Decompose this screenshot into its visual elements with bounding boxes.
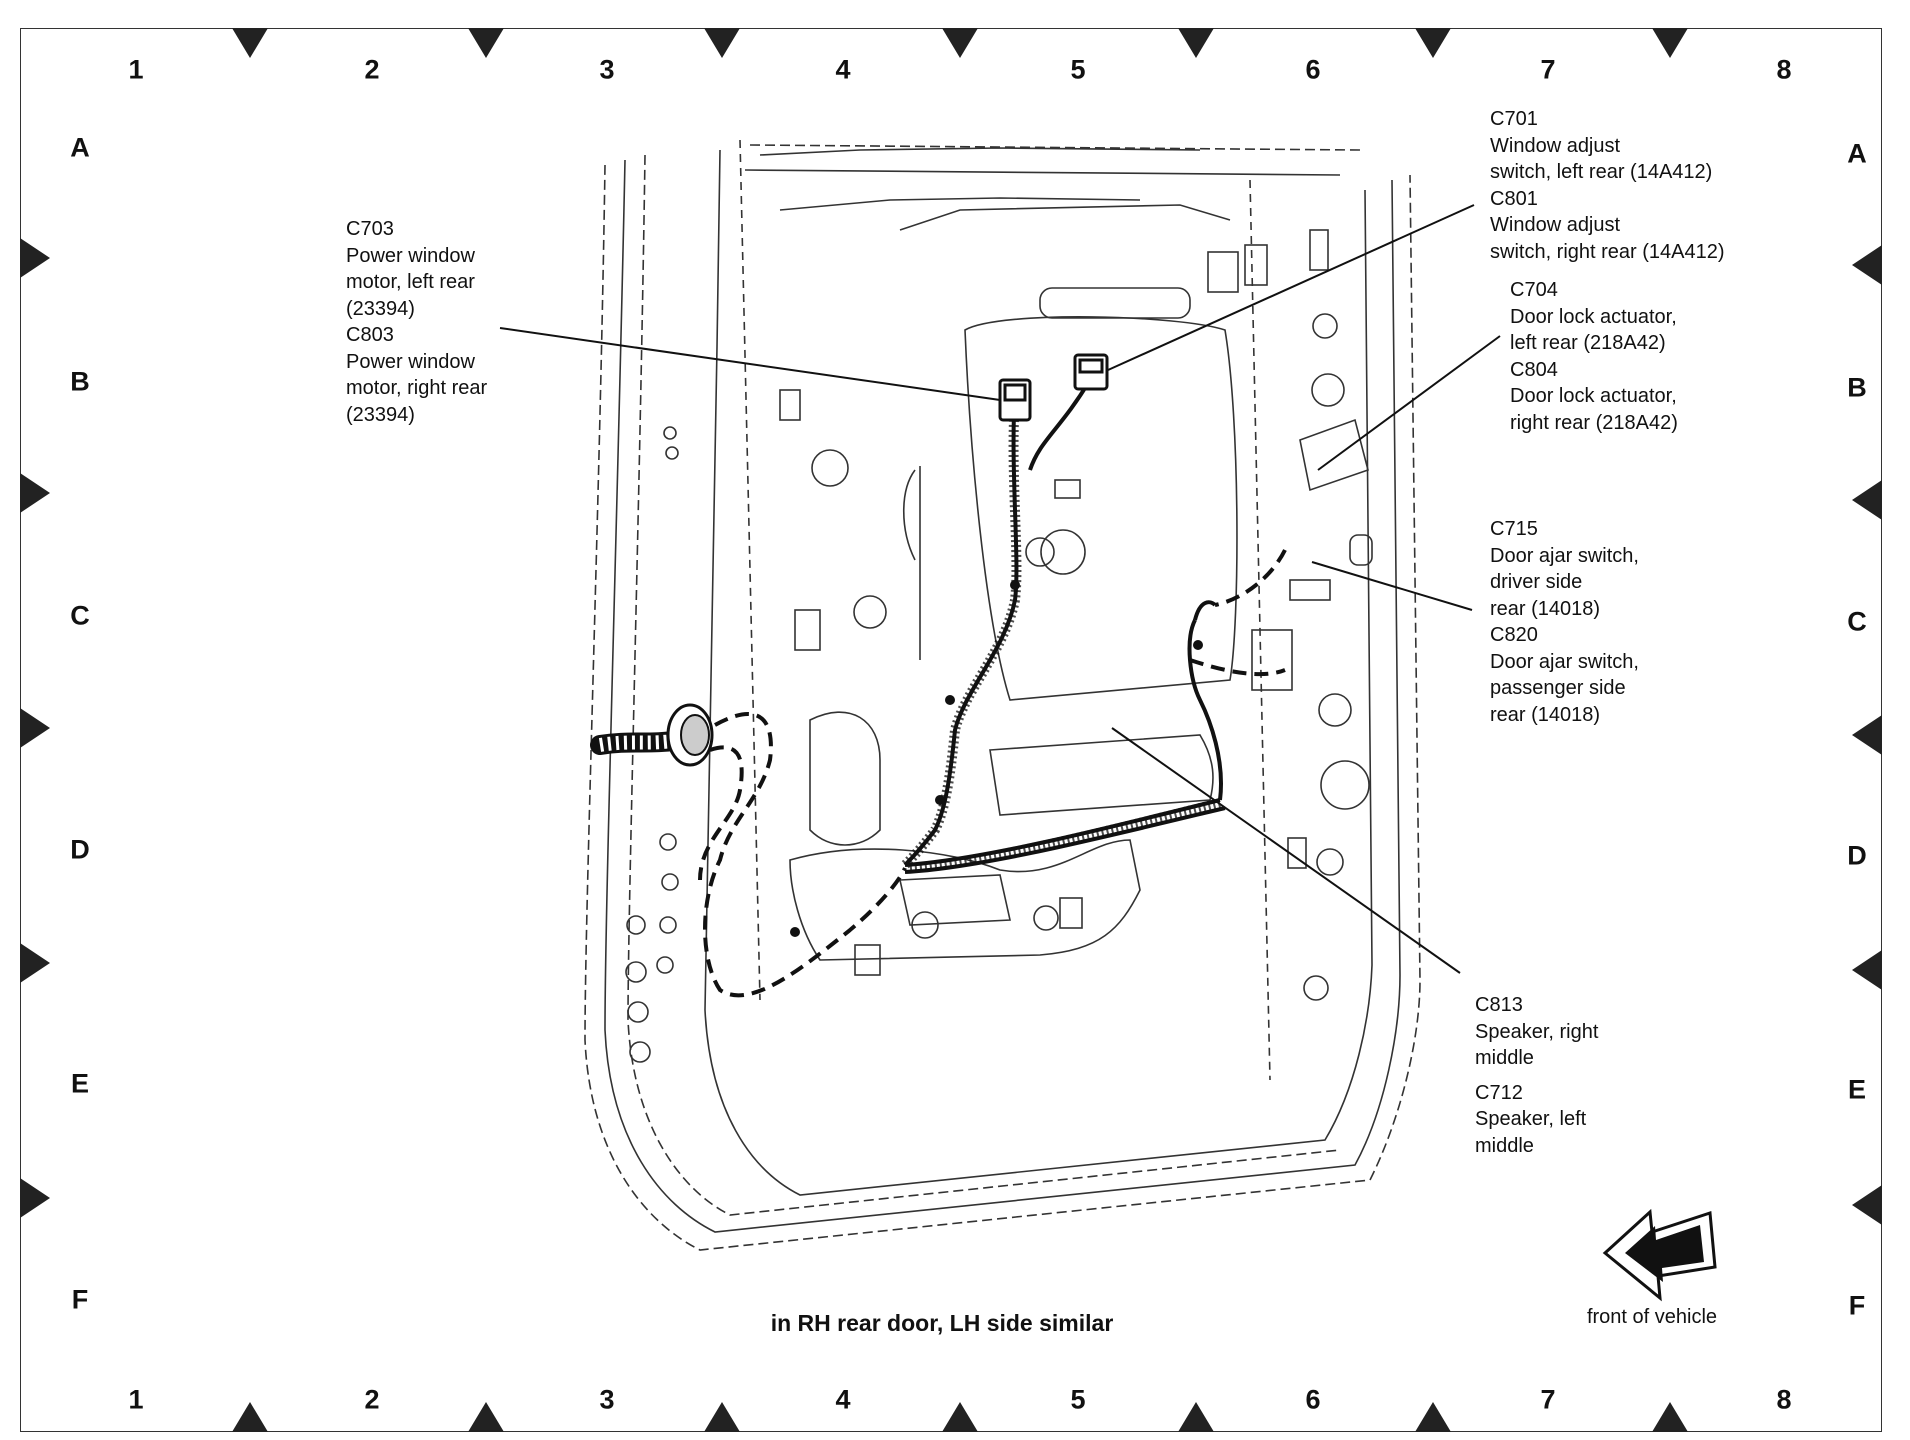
top-markers [232, 28, 1688, 58]
grid-column-bottom-3: 3 [599, 1384, 615, 1415]
wiring-harness [903, 378, 1226, 874]
callout-c820-line-2: Door ajar switch, [1490, 650, 1639, 673]
callout-c715-line-4: rear (14018) [1490, 597, 1601, 620]
grid-column-top-1: 1 [128, 54, 144, 85]
callout-c703-c803: C703 Power window motor, left rear (2339… [346, 216, 487, 428]
front-of-vehicle-label: front of vehicle [1586, 1306, 1718, 1328]
callout-c820-line-3: passenger side [1490, 677, 1626, 699]
callout-c804-line-3: right rear (218A42) [1510, 411, 1678, 434]
callout-c703-line-2: Power window [346, 244, 475, 267]
grid-column-bottom-7: 7 [1540, 1384, 1556, 1415]
callout-c801-line-1: C801 [1490, 187, 1538, 210]
callout-c715-line-3: driver side [1490, 571, 1583, 593]
grid-row-left-A: A [70, 132, 90, 163]
hidden-harness-route [698, 549, 1287, 998]
left-markers [20, 238, 50, 1218]
grid-column-bottom-2: 2 [364, 1384, 380, 1415]
callout-c715-c820: C715 Door ajar switch, driver side rear … [1490, 516, 1639, 728]
grid-column-bottom-6: 6 [1305, 1384, 1321, 1415]
callout-c803-line-4: (23394) [346, 403, 415, 426]
callout-c803-line-1: C803 [346, 324, 394, 346]
leader-c704 [1317, 335, 1501, 471]
leader-c703 [499, 327, 1001, 401]
leader-c701 [1107, 204, 1475, 371]
connector-c701-c801 [1073, 353, 1109, 391]
callout-c704-line-3: left rear (218A42) [1510, 332, 1666, 354]
right-markers [1852, 245, 1882, 1225]
callout-c712-line-1: C712 [1475, 1081, 1523, 1104]
connector-c703-c803 [998, 378, 1032, 422]
harness-clips [790, 580, 1203, 937]
door-grommet [590, 703, 714, 767]
grid-column-top-7: 7 [1540, 54, 1556, 85]
grid-row-right-B: B [1847, 372, 1867, 403]
grid-row-right-A: A [1847, 138, 1867, 169]
callout-c801-line-3: switch, right rear (14A412) [1490, 240, 1725, 263]
leader-lines [499, 204, 1501, 974]
callout-c820-line-1: C820 [1490, 624, 1538, 646]
callout-c813-c712: C813 Speaker, right middle C712 Speaker,… [1475, 992, 1598, 1159]
grid-row-right-F: F [1848, 1290, 1866, 1321]
callout-c803-line-2: Power window [346, 350, 475, 373]
grid-row-left-B: B [70, 366, 90, 397]
grid-edge-markers [20, 28, 1882, 1432]
grid-row-left-C: C [70, 600, 90, 631]
callout-c703-line-1: C703 [346, 218, 394, 240]
callout-c801-line-2: Window adjust [1490, 214, 1621, 236]
grid-row-right-C: C [1847, 606, 1867, 637]
callout-c715-line-2: Door ajar switch, [1490, 544, 1639, 567]
grid-column-top-4: 4 [835, 54, 851, 85]
diagram-caption: in RH rear door, LH side similar [770, 1310, 1114, 1336]
leader-c813 [1111, 727, 1461, 974]
bottom-markers [232, 1402, 1688, 1432]
callout-c701-line-3: switch, left rear (14A412) [1490, 161, 1713, 183]
callout-c704-c804: C704 Door lock actuator, left rear (218A… [1510, 277, 1678, 436]
callout-c701-line-2: Window adjust [1490, 134, 1621, 157]
door-panel-outline [584, 139, 1421, 1251]
grid-column-top-5: 5 [1070, 54, 1086, 85]
callout-c701-line-1: C701 [1490, 108, 1538, 130]
callout-c803-line-3: motor, right rear [346, 377, 488, 399]
grid-row-right-D: D [1847, 840, 1867, 871]
grid-column-top-8: 8 [1776, 54, 1792, 85]
grid-column-bottom-4: 4 [835, 1384, 851, 1415]
grid-column-bottom-1: 1 [128, 1384, 144, 1415]
callout-c703-line-4: (23394) [346, 297, 415, 320]
callout-c820-line-4: rear (14018) [1490, 703, 1601, 726]
grid-column-bottom-5: 5 [1070, 1384, 1086, 1415]
leader-c715 [1311, 561, 1473, 611]
callout-c804-line-1: C804 [1510, 358, 1558, 381]
callout-c712-line-3: middle [1475, 1134, 1534, 1157]
callout-c704-line-2: Door lock actuator, [1510, 305, 1677, 328]
callout-c813-line-1: C813 [1475, 994, 1523, 1016]
callout-c813-line-2: Speaker, right [1475, 1020, 1599, 1043]
callout-c703-line-3: motor, left rear [346, 271, 475, 293]
grid-column-top-6: 6 [1305, 54, 1321, 85]
callout-c715-line-1: C715 [1490, 518, 1538, 540]
grid-column-bottom-8: 8 [1776, 1384, 1792, 1415]
wiring-harness-wrap [901, 399, 1222, 873]
grid-row-left-F: F [71, 1284, 89, 1315]
callout-c804-line-2: Door lock actuator, [1510, 385, 1677, 407]
grid-row-left-E: E [70, 1068, 90, 1099]
callout-c704-line-1: C704 [1510, 279, 1558, 301]
grid-column-top-2: 2 [364, 54, 380, 85]
front-of-vehicle-arrow-icon [1602, 1208, 1717, 1302]
grid-column-top-3: 3 [599, 54, 615, 85]
callout-c712-line-2: Speaker, left [1475, 1108, 1587, 1130]
callout-c813-line-3: middle [1475, 1047, 1534, 1069]
grid-row-left-D: D [70, 834, 90, 865]
callout-c701-c801: C701 Window adjust switch, left rear (14… [1490, 106, 1725, 265]
grid-row-right-E: E [1847, 1074, 1867, 1105]
